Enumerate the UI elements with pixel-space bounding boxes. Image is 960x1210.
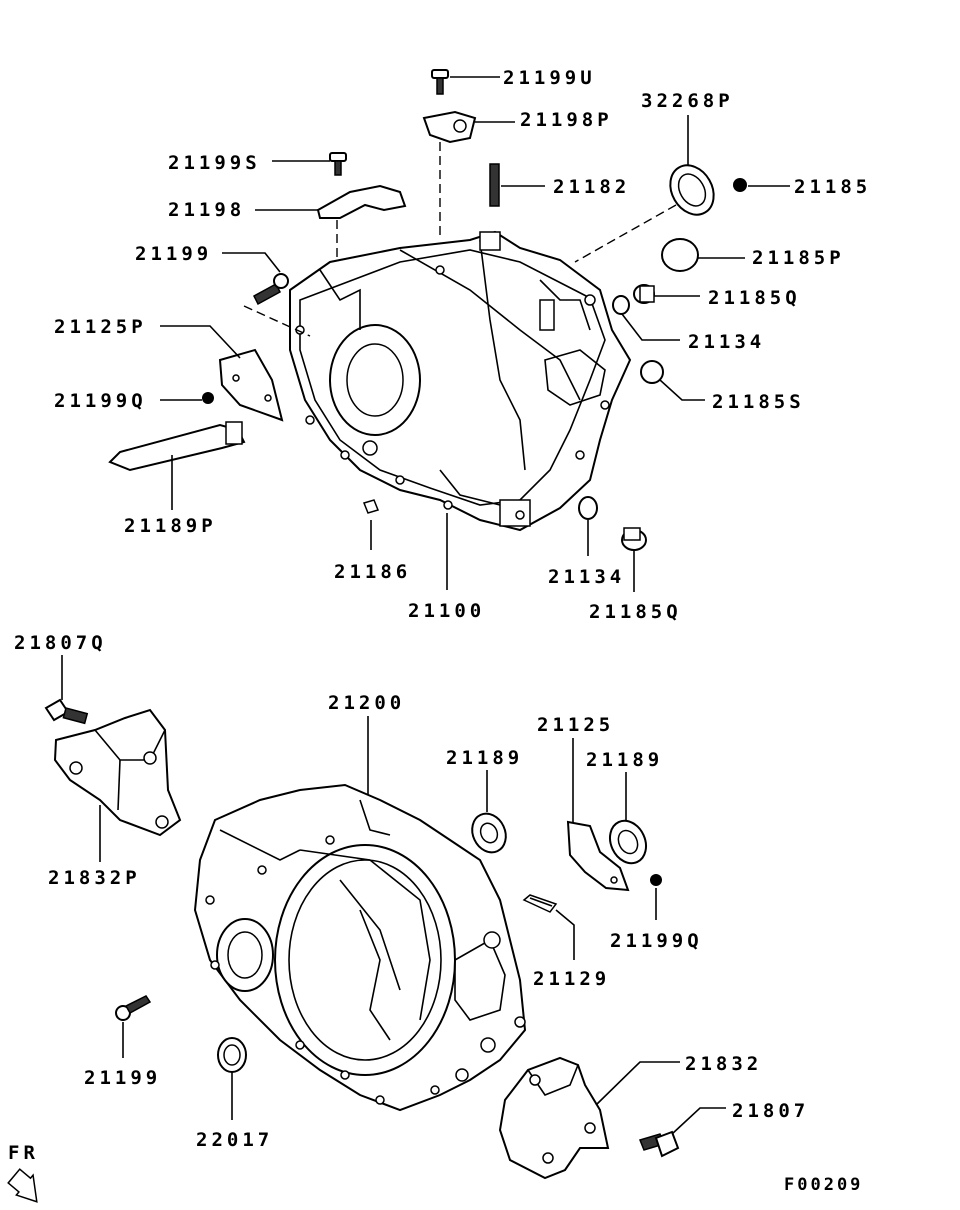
label-21198: 21198 [168,199,246,221]
plug-21185Q-bottom-icon [621,527,647,551]
label-21185Q-bottom: 21185Q [589,601,682,623]
plug-21185S-icon [640,360,664,384]
pin-21186-icon [362,499,380,514]
key-21129-icon [522,894,558,913]
bolt-21199Q-bottom-icon [650,874,662,886]
stud-21182-icon [489,163,500,207]
bolt-21199Q-top-icon [202,392,214,404]
label-21100: 21100 [408,600,486,622]
label-21199Q-top: 21199Q [54,390,147,412]
label-21199-bottom: 21199 [84,1067,162,1089]
label-21189-right: 21189 [586,749,664,771]
bolt-21199S-icon [329,152,347,176]
bolt-21199U-icon [431,69,449,95]
label-21186: 21186 [334,561,412,583]
seal-22017-icon [217,1037,247,1073]
bolt-21199-bottom-icon [115,995,152,1021]
label-21125: 21125 [537,714,615,736]
label-21200: 21200 [328,692,406,714]
bolt-21807-icon [638,1130,680,1158]
front-arrow-icon [7,1168,38,1203]
label-21199-top: 21199 [135,243,213,265]
label-fr: FR [8,1142,39,1164]
label-21832: 21832 [685,1053,763,1075]
cap-21185P-icon [661,238,699,272]
label-21185P: 21185P [752,247,845,269]
transmission-case-21100 [289,230,632,532]
o-ring-21134-bottom-icon [578,496,598,520]
label-21134-top: 21134 [688,331,766,353]
label-21134-bottom: 21134 [548,566,626,588]
label-21125P: 21125P [54,316,147,338]
bolt-21199-top-icon [253,273,289,306]
label-21129: 21129 [533,968,611,990]
bolt-21807Q-icon [44,698,89,725]
label-21185Q-top: 21185Q [708,287,801,309]
label-21199Q-bottom: 21199Q [610,930,703,952]
label-21189-left: 21189 [446,747,524,769]
guide-21189P-icon [108,421,246,472]
cover-21125-icon [566,820,630,892]
label-21832P: 21832P [48,867,141,889]
label-21185S: 21185S [712,391,805,413]
label-21189P: 21189P [124,515,217,537]
bracket-21832-icon [498,1056,610,1180]
label-21199U: 21199U [503,67,596,89]
label-32268P: 32268P [641,90,734,112]
seal-21189-left-icon [471,812,507,854]
cover-21125P-icon [218,348,284,422]
figure-code: F00209 [784,1175,864,1195]
label-21199S: 21199S [168,152,261,174]
oil-seal-32268P-icon [669,164,715,216]
clutch-housing-21200 [193,783,527,1112]
plug-21185Q-top-icon [633,284,655,304]
seal-21189-right-icon [609,819,647,865]
o-ring-21134-top-icon [612,295,630,315]
label-21807: 21807 [732,1100,810,1122]
mount-bracket-21832P-icon [53,708,182,837]
bracket-21198-icon [316,184,407,219]
label-22017: 22017 [196,1129,274,1151]
bracket-21198P-icon [422,110,477,144]
label-21198P: 21198P [520,109,613,131]
plug-21185-icon [733,178,747,192]
label-21807Q: 21807Q [14,632,107,654]
label-21182: 21182 [553,176,631,198]
label-21185: 21185 [794,176,872,198]
